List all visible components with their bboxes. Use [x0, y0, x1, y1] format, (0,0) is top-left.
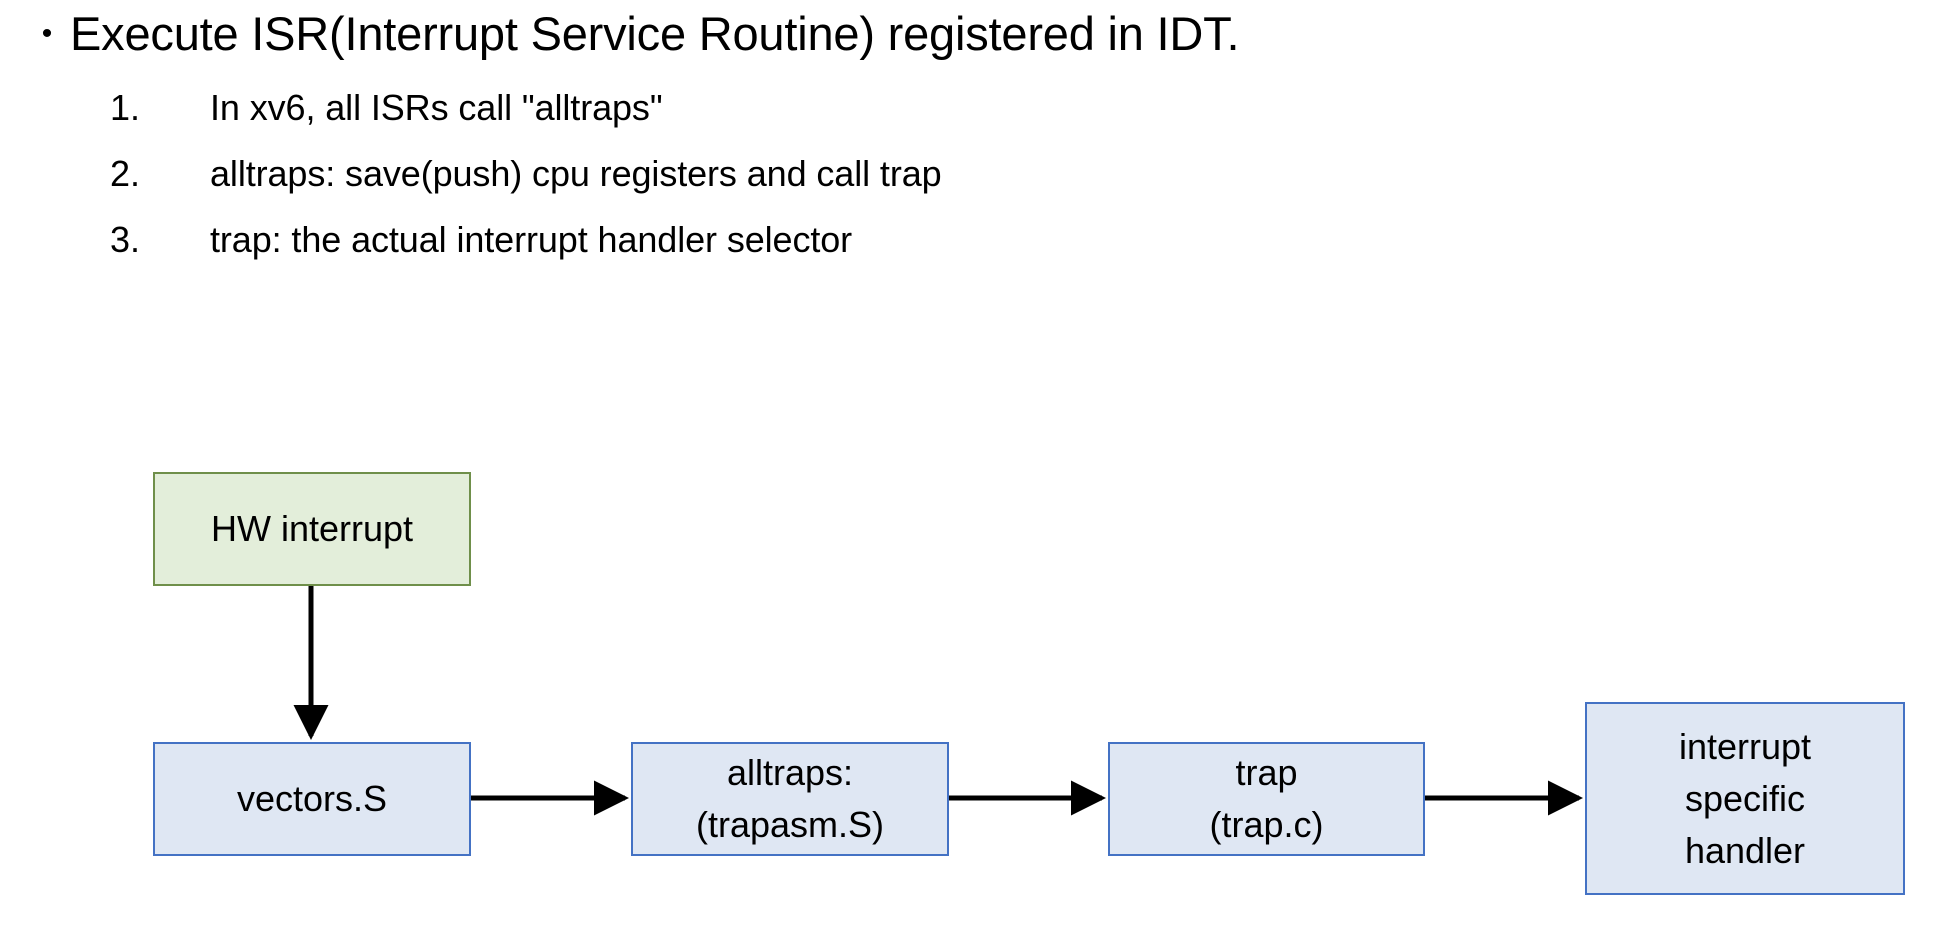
- numbered-list-item: 2. alltraps: save(push) cpu registers an…: [110, 152, 942, 196]
- node-hw-interrupt[interactable]: HW interrupt: [153, 472, 471, 586]
- node-interrupt-specific-handler[interactable]: interrupt specific handler: [1585, 702, 1905, 895]
- list-item-number: 3.: [110, 219, 141, 260]
- node-label-line: (trap.c): [1209, 804, 1324, 845]
- numbered-list-item: 3. trap: the actual interrupt handler se…: [110, 218, 852, 262]
- numbered-list-item: 1. In xv6, all ISRs call "alltraps": [110, 86, 663, 130]
- list-item-number: 1.: [110, 87, 141, 128]
- node-alltraps[interactable]: alltraps: (trapasm.S): [631, 742, 949, 856]
- list-item-label: alltraps: save(push) cpu registers and c…: [210, 153, 942, 194]
- bullet-item: • Execute ISR(Interrupt Service Routine)…: [24, 6, 1240, 62]
- node-label-line: alltraps:: [726, 752, 854, 793]
- node-label-line: trap: [1235, 752, 1298, 793]
- node-label-line: vectors.S: [236, 778, 388, 819]
- node-label-line: handler: [1684, 829, 1806, 871]
- node-vectors-s[interactable]: vectors.S: [153, 742, 471, 856]
- list-item-label: In xv6, all ISRs call "alltraps": [210, 87, 663, 128]
- list-item-label: trap: the actual interrupt handler selec…: [210, 219, 853, 260]
- node-label-line: specific: [1684, 777, 1806, 819]
- node-label-line: (trapasm.S): [695, 804, 885, 845]
- list-item-number: 2.: [110, 153, 141, 194]
- bullet-item-label: Execute ISR(Interrupt Service Routine) r…: [70, 7, 1240, 60]
- bullet-point-icon: •: [41, 17, 53, 50]
- node-label-line: HW interrupt: [210, 508, 414, 549]
- node-label-line: interrupt: [1678, 725, 1812, 767]
- node-trap[interactable]: trap (trap.c): [1108, 742, 1425, 856]
